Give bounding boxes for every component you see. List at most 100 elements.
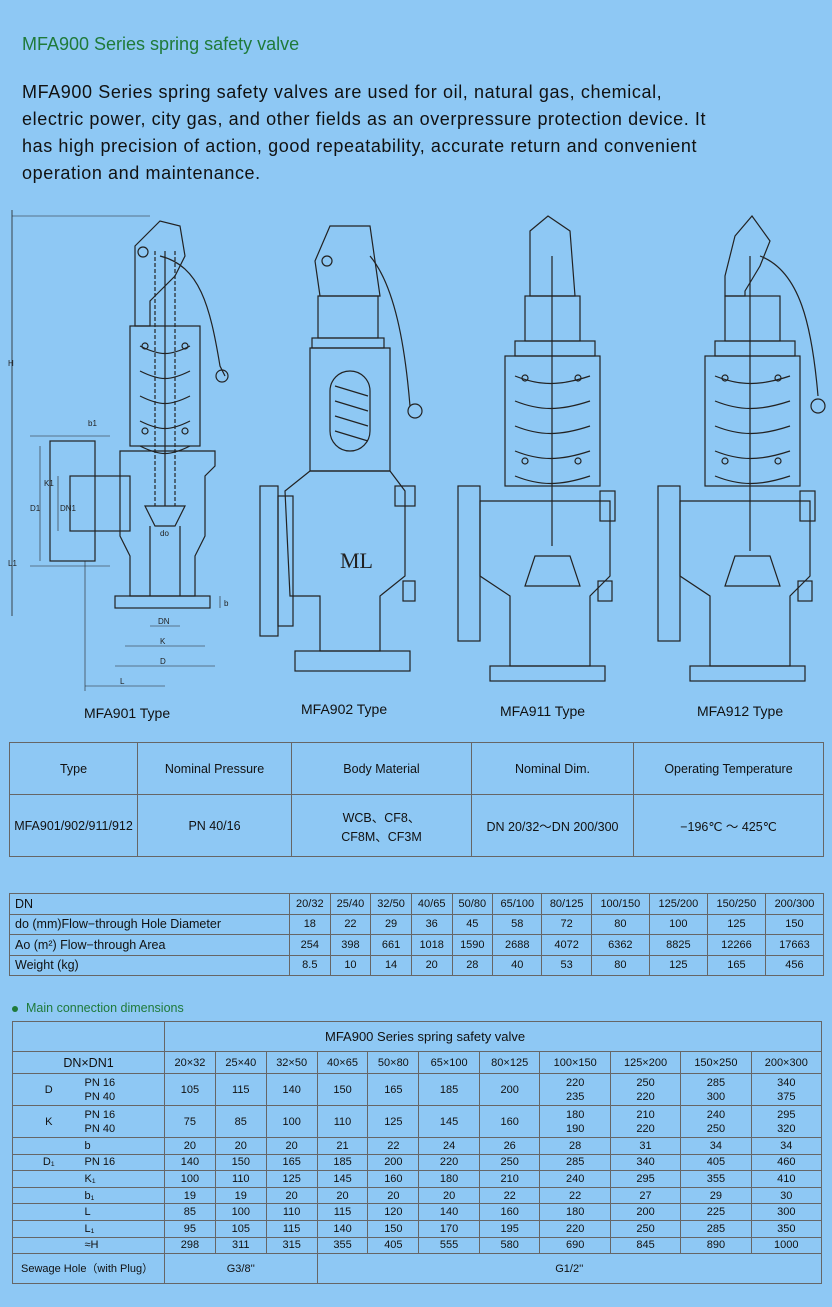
- dimension-cell: 145: [418, 1105, 480, 1138]
- flow-cell: 32/50: [370, 893, 412, 915]
- blank-cell: [12, 1021, 165, 1052]
- dimension-sublabel: b₁: [84, 1186, 165, 1205]
- dimension-cell: 19: [214, 1186, 267, 1205]
- column-header: 65×100: [418, 1051, 480, 1074]
- connection-heading: Main connection dimensions: [12, 1001, 184, 1015]
- dimension-cell: 295 320: [750, 1105, 823, 1138]
- spec-cell: −196℃ ～ 425℃: [633, 794, 824, 857]
- dimension-cell: 311: [214, 1236, 267, 1255]
- flow-cell: 72: [541, 913, 592, 935]
- sewage-label: Sewage Hole（with Plug）: [12, 1253, 165, 1285]
- flow-cell: 53: [541, 954, 592, 976]
- sewage-large: G1/2'': [316, 1253, 823, 1285]
- column-header: 100×150: [539, 1051, 611, 1074]
- spec-cell: PN 40/16: [137, 794, 292, 857]
- dimension-cell: 845: [609, 1236, 682, 1255]
- dimension-cell: 250: [478, 1153, 541, 1172]
- dimension-cell: 125: [367, 1105, 420, 1138]
- dim-label: DN: [158, 617, 170, 626]
- dimension-cell: 405: [680, 1153, 752, 1172]
- flow-cell: 1590: [451, 934, 494, 956]
- dimension-cell: 405: [367, 1236, 420, 1255]
- dimension-cell: 220 235: [539, 1073, 611, 1106]
- dimension-cell: 200: [478, 1073, 541, 1106]
- dimension-sublabel: PN 16: [84, 1153, 165, 1172]
- dimension-cell: 34: [750, 1137, 823, 1155]
- dimension-cell: 95: [164, 1219, 216, 1238]
- dimension-cell: 110: [214, 1170, 267, 1188]
- dimension-sublabel: PN 16 PN 40: [84, 1105, 165, 1138]
- flow-cell: 50/80: [451, 893, 494, 915]
- dimension-cell: 285 300: [680, 1073, 752, 1106]
- dim-label: K1: [44, 479, 54, 488]
- dn-header: DN×DN1: [12, 1051, 165, 1074]
- dimension-cell: 460: [750, 1153, 823, 1172]
- flow-cell: 36: [410, 913, 453, 935]
- dim-label: DN1: [60, 504, 77, 513]
- flow-cell: 4072: [541, 934, 592, 956]
- dimension-cell: 140: [418, 1203, 480, 1221]
- dimension-cell: 1000: [750, 1236, 823, 1255]
- spec-table: Type Nominal Pressure Body Material Nomi…: [9, 742, 824, 857]
- dimension-cell: 22: [478, 1186, 541, 1205]
- dimension-cell: 200: [367, 1153, 420, 1172]
- flow-cell: 456: [764, 954, 825, 976]
- dimension-label: [12, 1219, 85, 1238]
- dimension-cell: 165: [367, 1073, 420, 1106]
- mfa902-drawing: [259, 225, 423, 672]
- flow-cell: 8.5: [289, 954, 331, 976]
- dimension-cell: 27: [609, 1186, 682, 1205]
- connection-heading-text: Main connection dimensions: [26, 1001, 184, 1015]
- dimension-cell: 220: [539, 1219, 611, 1238]
- dimension-cell: 250: [609, 1219, 682, 1238]
- dimension-cell: 315: [265, 1236, 318, 1255]
- flow-cell: 80: [590, 954, 650, 976]
- flow-cell: 6362: [590, 934, 650, 956]
- dimension-cell: 20: [265, 1186, 318, 1205]
- flow-cell: 40: [492, 954, 543, 976]
- flow-cell: 18: [289, 913, 331, 935]
- bullet-icon: [12, 1005, 18, 1012]
- column-header: 32×50: [265, 1051, 318, 1074]
- dimension-label: D: [12, 1073, 85, 1106]
- spec-header: Nominal Dim.: [471, 742, 634, 795]
- flow-cell: 125: [648, 954, 708, 976]
- spec-header-row: Type Nominal Pressure Body Material Nomi…: [9, 742, 824, 795]
- flow-cell: 100: [648, 913, 708, 935]
- flow-cell: 125/200: [648, 893, 708, 915]
- dimension-cell: 185: [418, 1073, 480, 1106]
- dimension-sublabel: L₁: [84, 1219, 165, 1238]
- dimension-cell: 285: [680, 1219, 752, 1238]
- column-header: 50×80: [367, 1051, 420, 1074]
- dimension-cell: 150: [316, 1073, 369, 1106]
- dimension-cell: 100: [164, 1170, 216, 1188]
- flow-row-label: Ao (m²) Flow−through Area: [9, 934, 290, 956]
- dimension-cell: 34: [680, 1137, 752, 1155]
- flow-cell: 8825: [648, 934, 708, 956]
- column-header: 125×200: [609, 1051, 682, 1074]
- flow-cell: 22: [329, 913, 372, 935]
- dimension-cell: 180: [539, 1203, 611, 1221]
- dimension-cell: 410: [750, 1170, 823, 1188]
- flow-cell: 80: [590, 913, 650, 935]
- dimension-cell: 115: [214, 1073, 267, 1106]
- intro-paragraph: MFA900 Series spring safety valves are u…: [22, 82, 707, 183]
- column-header: 25×40: [214, 1051, 267, 1074]
- dimension-cell: 110: [316, 1105, 369, 1138]
- dimension-cell: 140: [164, 1153, 216, 1172]
- flow-row-label: DN: [9, 893, 290, 915]
- dimension-cell: 160: [478, 1105, 541, 1138]
- dimension-cell: 150: [367, 1219, 420, 1238]
- dimension-sublabel: ≈H: [84, 1236, 165, 1255]
- dim-label: D: [160, 657, 166, 666]
- flow-cell: 150: [764, 913, 825, 935]
- flow-cell: 165: [706, 954, 766, 976]
- mfa912-drawing: [657, 215, 826, 682]
- dimension-cell: 200: [609, 1203, 682, 1221]
